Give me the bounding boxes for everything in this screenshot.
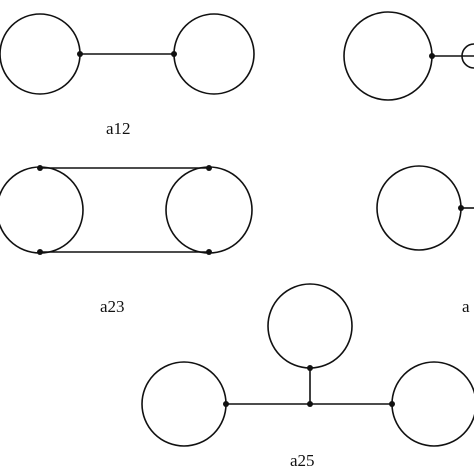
a12-label: a12 xyxy=(106,119,131,138)
a13-loop xyxy=(343,11,433,101)
a25-label: a25 xyxy=(290,451,315,470)
a12-vertex-right xyxy=(171,51,177,57)
a24-vertex xyxy=(458,205,464,211)
a23-vertex-top-left xyxy=(37,165,43,171)
a12-right-loop xyxy=(173,13,255,95)
a23-left-loop xyxy=(0,166,84,254)
a25-vertex-left xyxy=(223,401,229,407)
diagram-a12 xyxy=(0,13,255,95)
diagram-a13 xyxy=(343,11,474,101)
a25-left-loop xyxy=(141,361,227,447)
a13-vertex xyxy=(429,53,435,59)
a23-vertex-bottom-right xyxy=(206,249,212,255)
a25-vertex-center xyxy=(307,401,313,407)
a12-left-loop xyxy=(0,13,81,95)
a24-loop xyxy=(376,165,462,251)
a23-right-loop xyxy=(165,166,253,254)
diagram-a25 xyxy=(141,283,474,447)
a25-vertex-right xyxy=(389,401,395,407)
a25-vertex-top xyxy=(307,365,313,371)
a12-vertex-left xyxy=(77,51,83,57)
a23-vertex-top-right xyxy=(206,165,212,171)
a23-label: a23 xyxy=(100,297,125,316)
a25-top-loop xyxy=(267,283,353,369)
diagram-a23 xyxy=(0,166,253,254)
a24-label: a xyxy=(462,297,470,316)
a25-right-loop xyxy=(391,361,474,447)
a23-vertex-bottom-left xyxy=(37,249,43,255)
a13-partial-loop xyxy=(461,43,474,69)
